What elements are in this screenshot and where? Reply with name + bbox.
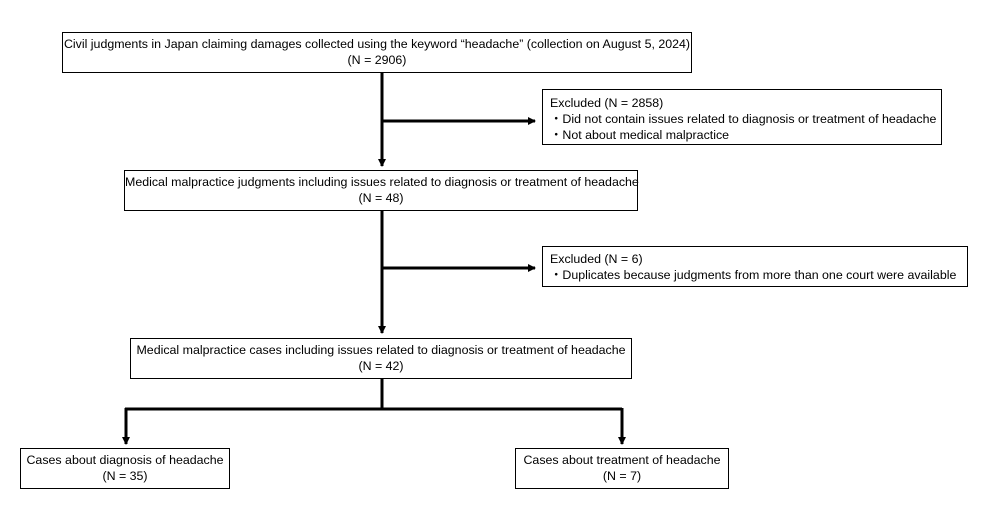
box-malpractice-cases: Medical malpractice cases including issu… — [130, 338, 632, 379]
box-excluded-second: Excluded (N = 6) ・Duplicates because jud… — [542, 246, 968, 287]
box-treatment-cases: Cases about treatment of headache (N = 7… — [515, 448, 729, 489]
collected-label: Civil judgments in Japan claiming damage… — [63, 37, 691, 51]
cases-count: (N = 42) — [358, 359, 404, 373]
excluded2-item: ・Duplicates because judgments from more … — [550, 268, 957, 282]
excluded1-item: ・Not about medical malpractice — [550, 128, 730, 142]
excluded2-title: Excluded (N = 6) — [550, 252, 643, 266]
excluded1-title: Excluded (N = 2858) — [550, 96, 664, 110]
treatment-count: (N = 7) — [602, 469, 642, 483]
judgments-label: Medical malpractice judgments including … — [125, 175, 639, 189]
judgments-count: (N = 48) — [358, 191, 404, 205]
excluded1-item: ・Did not contain issues related to diagn… — [550, 112, 937, 126]
box-malpractice-judgments: Medical malpractice judgments including … — [124, 170, 639, 211]
diagnosis-label: Cases about diagnosis of headache — [26, 453, 224, 467]
box-diagnosis-cases: Cases about diagnosis of headache (N = 3… — [20, 448, 230, 489]
box-collected-judgments: Civil judgments in Japan claiming damage… — [62, 32, 692, 73]
box-excluded-first: Excluded (N = 2858) ・Did not contain iss… — [542, 89, 942, 145]
collected-count: (N = 2906) — [347, 53, 407, 67]
diagnosis-count: (N = 35) — [102, 469, 148, 483]
treatment-label: Cases about treatment of headache — [523, 453, 721, 467]
cases-label: Medical malpractice cases including issu… — [136, 343, 626, 357]
